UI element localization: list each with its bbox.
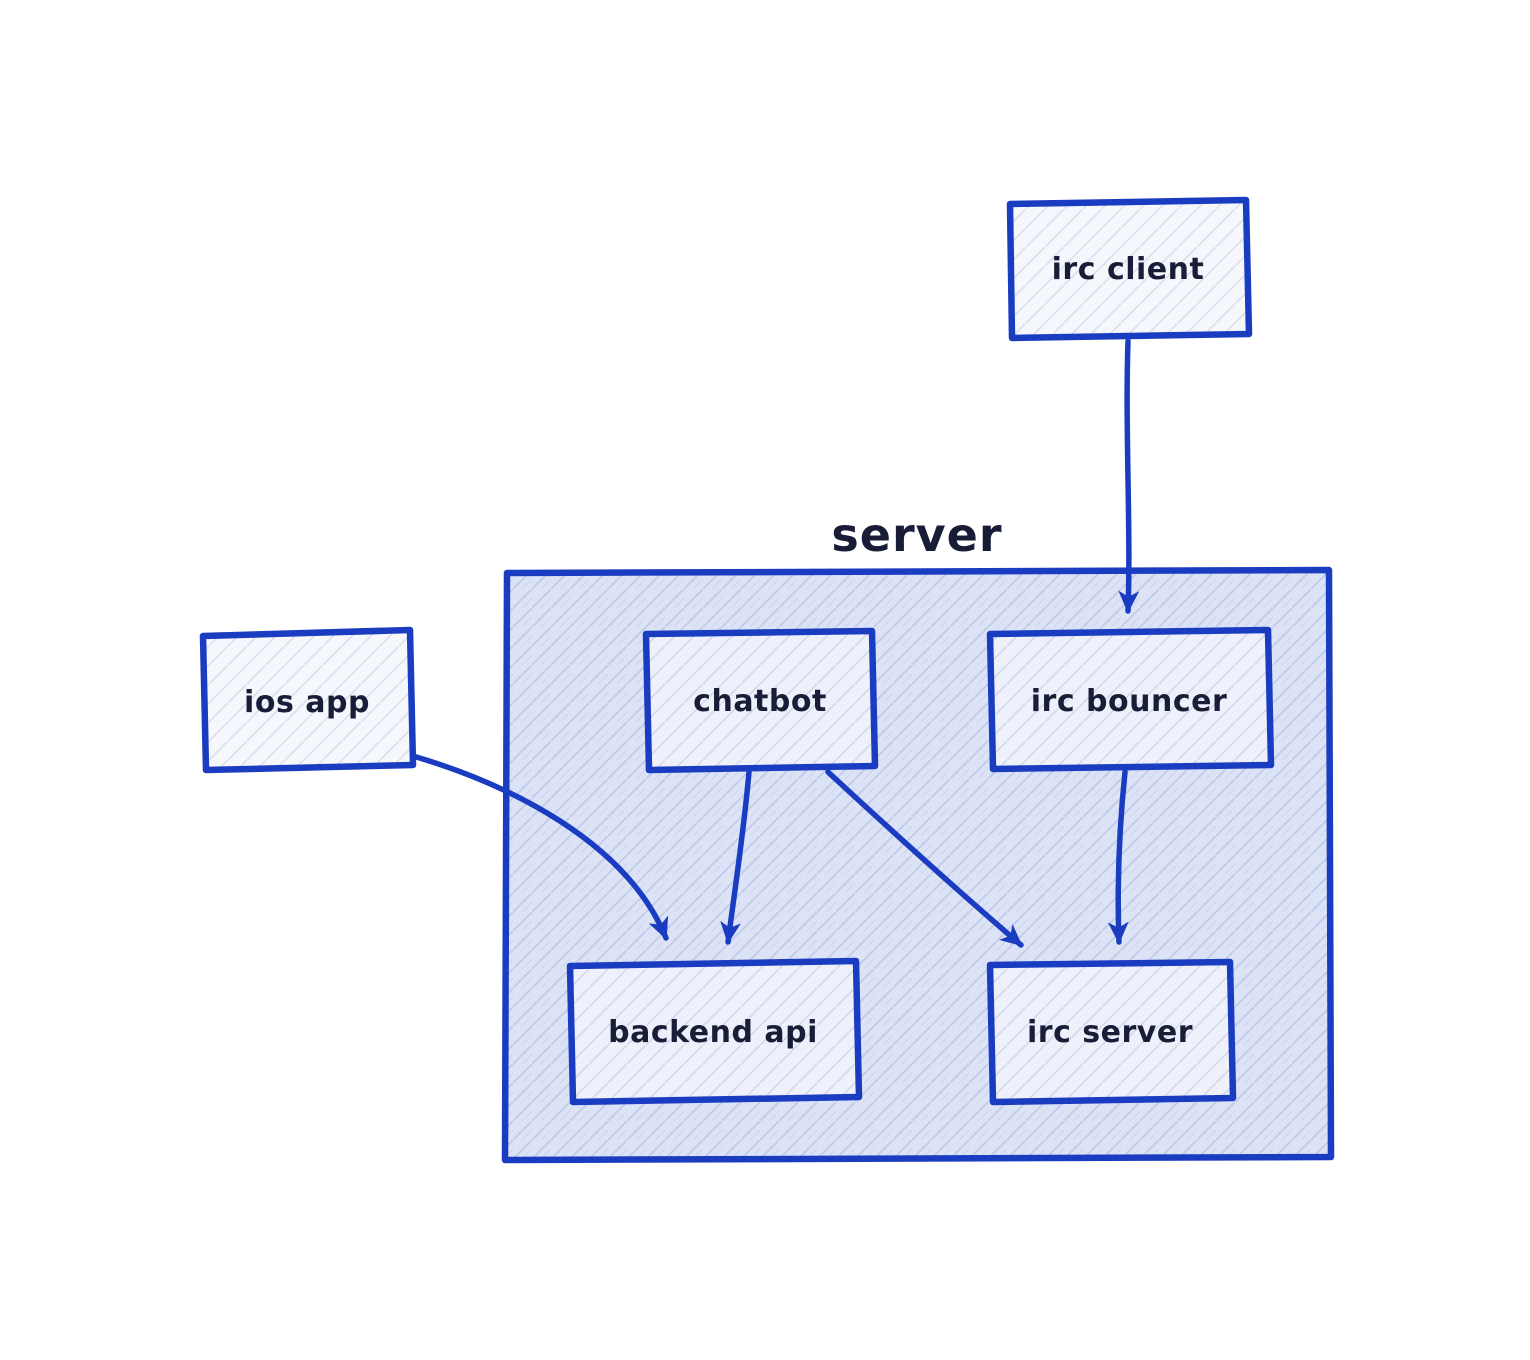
edge-ios-app-to-backend-api — [410, 753, 669, 941]
node-irc-client-label: irc client — [1052, 252, 1205, 287]
edge-chatbot-to-backend-api — [720, 769, 752, 945]
node-irc-server-label: irc server — [1027, 1015, 1193, 1050]
node-irc-client-box — [1006, 196, 1253, 342]
node-irc-bouncer: irc bouncer — [986, 626, 1275, 773]
edge-irc-client-to-irc-bouncer — [1118, 338, 1140, 614]
node-irc-bouncer-label: irc bouncer — [1031, 684, 1228, 719]
node-ios-app: ios app — [199, 626, 417, 774]
node-backend-api: backend api — [566, 957, 863, 1106]
edge-irc-bouncer-to-irc-server — [1107, 769, 1129, 945]
server-container-title: server — [831, 508, 1002, 562]
node-irc-server: irc server — [986, 958, 1237, 1106]
node-irc-server-box — [986, 958, 1237, 1106]
node-irc-client: irc client — [1006, 196, 1253, 342]
node-ios-app-box — [199, 626, 417, 774]
node-irc-bouncer-box — [986, 626, 1275, 773]
node-backend-api-label: backend api — [608, 1015, 818, 1050]
node-ios-app-label: ios app — [244, 685, 370, 720]
edge-chatbot-to-irc-server — [825, 769, 1024, 948]
node-chatbot-label: chatbot — [693, 684, 827, 719]
node-chatbot: chatbot — [642, 627, 879, 774]
node-chatbot-box — [642, 627, 879, 774]
node-backend-api-box — [566, 957, 863, 1106]
